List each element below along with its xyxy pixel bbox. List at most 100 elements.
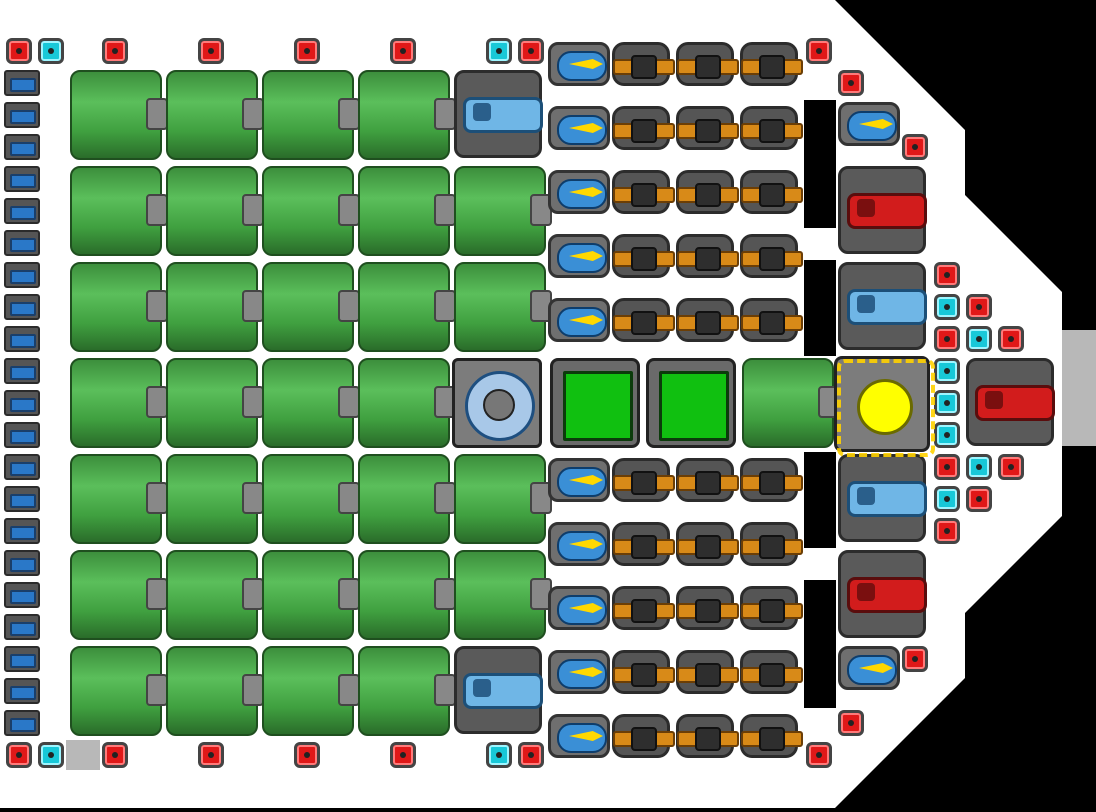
cargo-icon[interactable] <box>550 358 640 448</box>
red-port-icon[interactable] <box>934 326 960 352</box>
red-port-icon[interactable] <box>934 454 960 480</box>
red-port-icon[interactable] <box>966 486 992 512</box>
cannon-icon[interactable] <box>676 106 739 150</box>
cannon-icon[interactable] <box>612 298 675 342</box>
cannon-icon[interactable] <box>740 522 803 566</box>
blue-turret-icon[interactable] <box>838 262 927 350</box>
red-port-icon[interactable] <box>518 742 544 768</box>
blue-turret-icon[interactable] <box>454 646 543 734</box>
cannon-icon[interactable] <box>612 106 675 150</box>
cannon-icon[interactable] <box>676 714 739 758</box>
cyan-port-icon[interactable] <box>966 326 992 352</box>
red-port-icon[interactable] <box>998 454 1024 480</box>
fuel-pipe-icon[interactable] <box>146 386 168 418</box>
blue-gun-icon[interactable] <box>548 298 610 342</box>
red-turret-icon[interactable] <box>838 550 927 638</box>
blue-turret-icon[interactable] <box>454 70 543 158</box>
cannon-icon[interactable] <box>740 586 803 630</box>
thruster-icon[interactable] <box>4 134 40 160</box>
fuel-pipe-icon[interactable] <box>242 674 264 706</box>
cannon-icon[interactable] <box>612 522 675 566</box>
thruster-icon[interactable] <box>4 614 40 640</box>
fuel-pipe-icon[interactable] <box>146 290 168 322</box>
cannon-icon[interactable] <box>676 234 739 278</box>
fuel-pipe-icon[interactable] <box>338 194 360 226</box>
red-port-icon[interactable] <box>6 38 32 64</box>
fuel-pipe-icon[interactable] <box>242 578 264 610</box>
cannon-icon[interactable] <box>740 170 803 214</box>
cyan-port-icon[interactable] <box>934 390 960 416</box>
fuel-tank-icon[interactable] <box>70 358 162 448</box>
fuel-pipe-icon[interactable] <box>146 98 168 130</box>
thruster-icon[interactable] <box>4 166 40 192</box>
red-turret-icon[interactable] <box>838 166 927 254</box>
blue-gun-icon[interactable] <box>838 102 900 146</box>
thruster-icon[interactable] <box>4 582 40 608</box>
fuel-pipe-icon[interactable] <box>338 290 360 322</box>
thruster-icon[interactable] <box>4 486 40 512</box>
red-port-icon[interactable] <box>294 742 320 768</box>
red-port-icon[interactable] <box>198 742 224 768</box>
thruster-icon[interactable] <box>4 230 40 256</box>
cannon-icon[interactable] <box>612 170 675 214</box>
red-port-icon[interactable] <box>198 38 224 64</box>
thruster-icon[interactable] <box>4 678 40 704</box>
fuel-pipe-icon[interactable] <box>434 290 456 322</box>
cannon-icon[interactable] <box>676 42 739 86</box>
thruster-icon[interactable] <box>4 422 40 448</box>
blue-gun-icon[interactable] <box>548 714 610 758</box>
cyan-port-icon[interactable] <box>38 742 64 768</box>
fuel-pipe-icon[interactable] <box>434 578 456 610</box>
blue-gun-icon[interactable] <box>548 458 610 502</box>
red-port-icon[interactable] <box>806 38 832 64</box>
cannon-icon[interactable] <box>740 106 803 150</box>
cyan-port-icon[interactable] <box>934 294 960 320</box>
red-port-icon[interactable] <box>998 326 1024 352</box>
thruster-icon[interactable] <box>4 70 40 96</box>
fuel-pipe-icon[interactable] <box>338 386 360 418</box>
thruster-icon[interactable] <box>4 646 40 672</box>
cannon-icon[interactable] <box>740 650 803 694</box>
red-port-icon[interactable] <box>518 38 544 64</box>
cyan-port-icon[interactable] <box>934 486 960 512</box>
thruster-icon[interactable] <box>4 390 40 416</box>
red-port-icon[interactable] <box>934 262 960 288</box>
fuel-pipe-icon[interactable] <box>434 98 456 130</box>
reactor-icon[interactable] <box>834 356 935 457</box>
red-port-icon[interactable] <box>838 710 864 736</box>
red-port-icon[interactable] <box>102 742 128 768</box>
fuel-pipe-icon[interactable] <box>146 482 168 514</box>
thruster-icon[interactable] <box>4 102 40 128</box>
cannon-icon[interactable] <box>740 298 803 342</box>
red-port-icon[interactable] <box>902 134 928 160</box>
red-port-icon[interactable] <box>806 742 832 768</box>
red-port-icon[interactable] <box>294 38 320 64</box>
cannon-icon[interactable] <box>676 650 739 694</box>
cyan-port-icon[interactable] <box>486 742 512 768</box>
fuel-pipe-icon[interactable] <box>146 674 168 706</box>
fuel-pipe-icon[interactable] <box>434 194 456 226</box>
red-port-icon[interactable] <box>390 38 416 64</box>
red-port-icon[interactable] <box>102 38 128 64</box>
fuel-pipe-icon[interactable] <box>242 482 264 514</box>
blue-gun-icon[interactable] <box>548 234 610 278</box>
cannon-icon[interactable] <box>676 170 739 214</box>
blue-gun-icon[interactable] <box>548 42 610 86</box>
red-turret-icon[interactable] <box>966 358 1055 446</box>
cannon-icon[interactable] <box>676 586 739 630</box>
red-port-icon[interactable] <box>934 518 960 544</box>
fuel-pipe-icon[interactable] <box>242 386 264 418</box>
thruster-icon[interactable] <box>4 358 40 384</box>
fuel-pipe-icon[interactable] <box>242 290 264 322</box>
fuel-pipe-icon[interactable] <box>338 98 360 130</box>
fuel-pipe-icon[interactable] <box>434 674 456 706</box>
blue-gun-icon[interactable] <box>548 170 610 214</box>
cannon-icon[interactable] <box>676 458 739 502</box>
core-icon[interactable] <box>452 358 542 448</box>
blue-gun-icon[interactable] <box>548 106 610 150</box>
fuel-pipe-icon[interactable] <box>434 482 456 514</box>
red-port-icon[interactable] <box>838 70 864 96</box>
cyan-port-icon[interactable] <box>486 38 512 64</box>
cannon-icon[interactable] <box>612 458 675 502</box>
cargo-icon[interactable] <box>646 358 736 448</box>
